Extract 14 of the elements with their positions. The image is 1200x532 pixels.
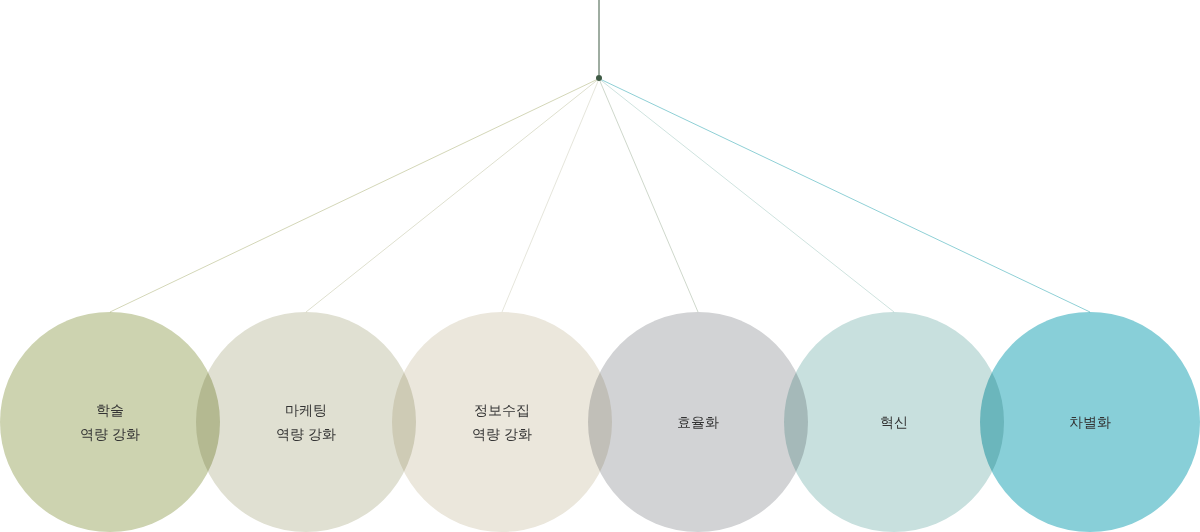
circle-label: 마케팅 역량 강화 bbox=[275, 400, 337, 444]
connector-line bbox=[599, 80, 699, 313]
circle-label: 효율화 bbox=[677, 412, 719, 432]
circle-label: 정보수집 역량 강화 bbox=[471, 400, 533, 444]
connector-line bbox=[600, 79, 895, 313]
connector-line bbox=[305, 79, 598, 313]
circle-label: 차별화 bbox=[1069, 412, 1111, 432]
connector-line bbox=[501, 80, 599, 313]
circle-label: 학술 역량 강화 bbox=[79, 400, 141, 444]
circle-label: 혁신 bbox=[880, 412, 908, 432]
connector-line bbox=[109, 79, 598, 313]
junction-dot bbox=[596, 75, 602, 81]
connector-line bbox=[598, 0, 600, 76]
connector-line bbox=[600, 79, 1091, 313]
